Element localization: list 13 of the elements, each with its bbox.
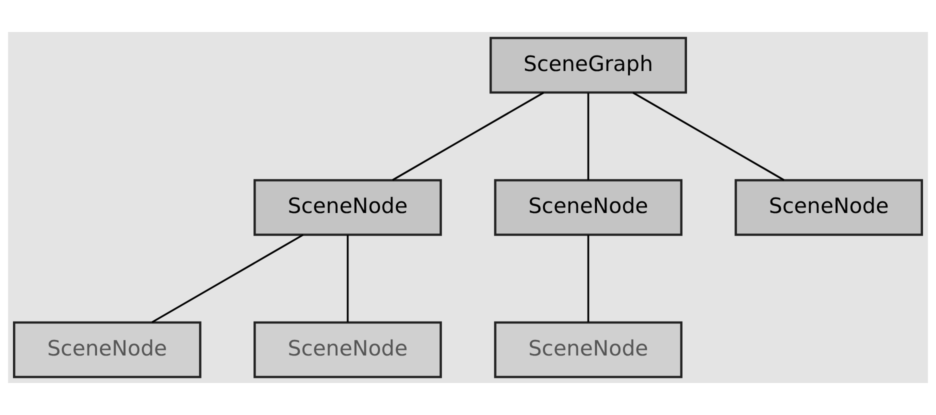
node-box: SceneNode [734, 179, 924, 236]
node-box: SceneNode [494, 179, 682, 236]
connector [346, 235, 349, 322]
connector [632, 92, 784, 181]
connector [587, 92, 590, 180]
connector [587, 235, 590, 322]
connector [152, 234, 304, 324]
node-box: SceneNode [254, 179, 442, 236]
node-box: SceneGraph [490, 36, 687, 94]
node-box: SceneNode [12, 321, 202, 378]
node-box: SceneNode [254, 321, 442, 378]
node-box: SceneNode [494, 321, 682, 378]
connector [392, 92, 544, 181]
